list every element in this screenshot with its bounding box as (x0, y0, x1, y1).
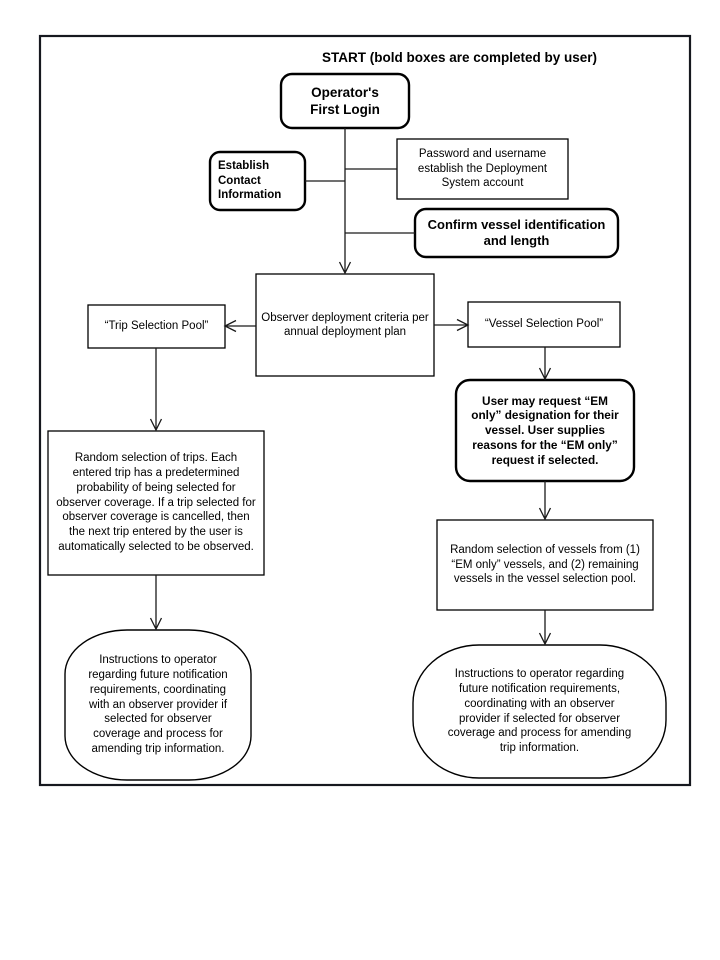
connector-criteria-to-trip-pool (223, 319, 256, 333)
connector-trip-pool-to-random-trips (149, 348, 163, 432)
node-instructions-vessel (412, 644, 667, 779)
node-em-only-request (454, 378, 636, 483)
node-establish-contact (208, 150, 307, 212)
connector-login-to-criteria (338, 128, 352, 275)
diagram-title: START (bold boxes are completed by user) (322, 50, 598, 65)
connector-vessel-pool-to-em-only (538, 347, 552, 381)
connector-criteria-to-vessel-pool (434, 318, 470, 332)
node-operator-first-login (279, 72, 411, 130)
connector-em-only-to-random-vessels (538, 481, 552, 521)
node-password-username (396, 138, 569, 200)
node-random-vessels (436, 519, 654, 611)
node-trip-selection-pool (87, 304, 226, 349)
connector-random-trips-to-instructions (149, 575, 163, 631)
node-vessel-selection-pool (467, 301, 621, 348)
node-observer-criteria (255, 273, 435, 377)
node-random-trips (47, 430, 265, 576)
node-instructions-trip (64, 629, 252, 781)
node-confirm-vessel (413, 207, 620, 259)
connector-random-vessels-to-instructions (538, 610, 552, 646)
